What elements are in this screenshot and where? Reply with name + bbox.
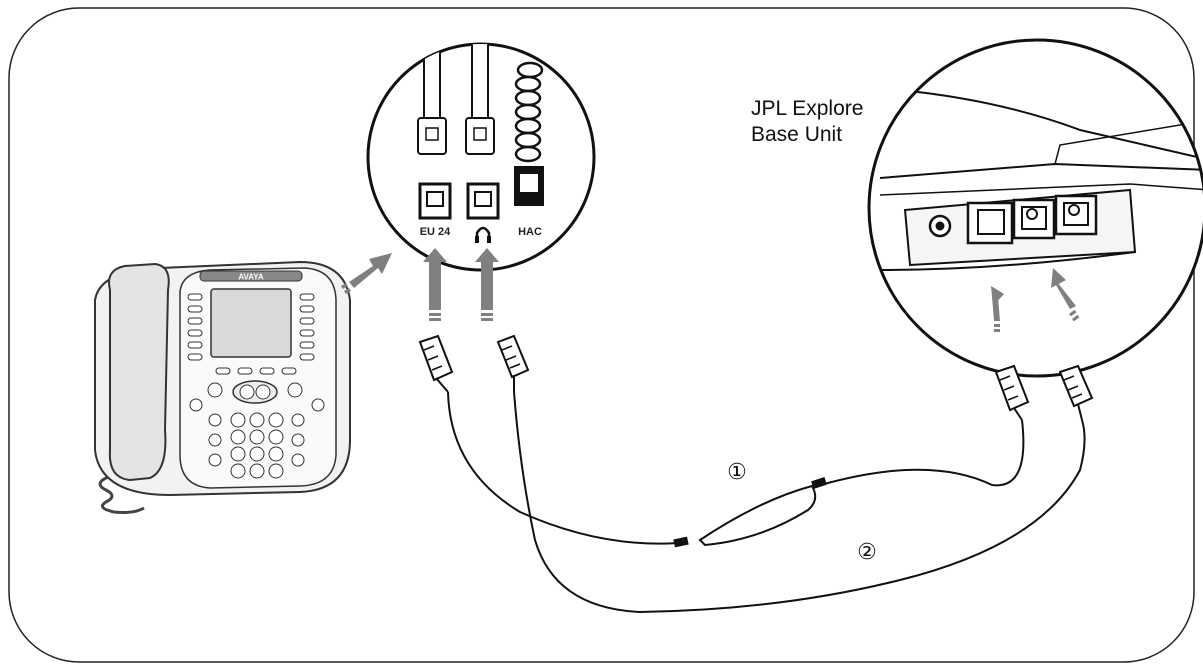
rj-plug-base-2	[1058, 364, 1094, 421]
headset-port	[466, 182, 500, 220]
hac-coil-cord	[514, 61, 544, 163]
diagram-frame	[8, 7, 1195, 663]
brand-logo: AVAYA	[238, 273, 264, 282]
phone-display	[210, 288, 292, 358]
cable-number-2: ②	[857, 540, 877, 565]
base-port-arrows	[991, 268, 1080, 332]
base-unit-zoom	[867, 38, 1203, 378]
handset	[108, 262, 170, 482]
cable-2	[513, 391, 1086, 614]
cable-splitter	[698, 484, 817, 547]
zoom-arrow	[341, 253, 392, 294]
hac-port-label: HAC	[518, 226, 542, 238]
headset-icon	[475, 226, 491, 242]
phone-ports-zoom: EU 24 HAC	[366, 42, 596, 272]
phone-port-arrows	[423, 248, 499, 321]
eu24-port	[418, 182, 452, 220]
eu24-port-label: EU 24	[420, 226, 451, 238]
cable-number-1: ①	[727, 460, 747, 485]
base-unit-label-line-1: JPL Explore	[751, 97, 864, 120]
rj-plug-base-1	[994, 364, 1030, 421]
cable-1	[447, 391, 1025, 547]
desk-phone: AVAYA	[94, 260, 351, 514]
rj-plug-headset	[496, 334, 530, 392]
rj-plug-eu24	[418, 334, 454, 393]
base-unit-label-line-2: Base Unit	[751, 123, 843, 146]
